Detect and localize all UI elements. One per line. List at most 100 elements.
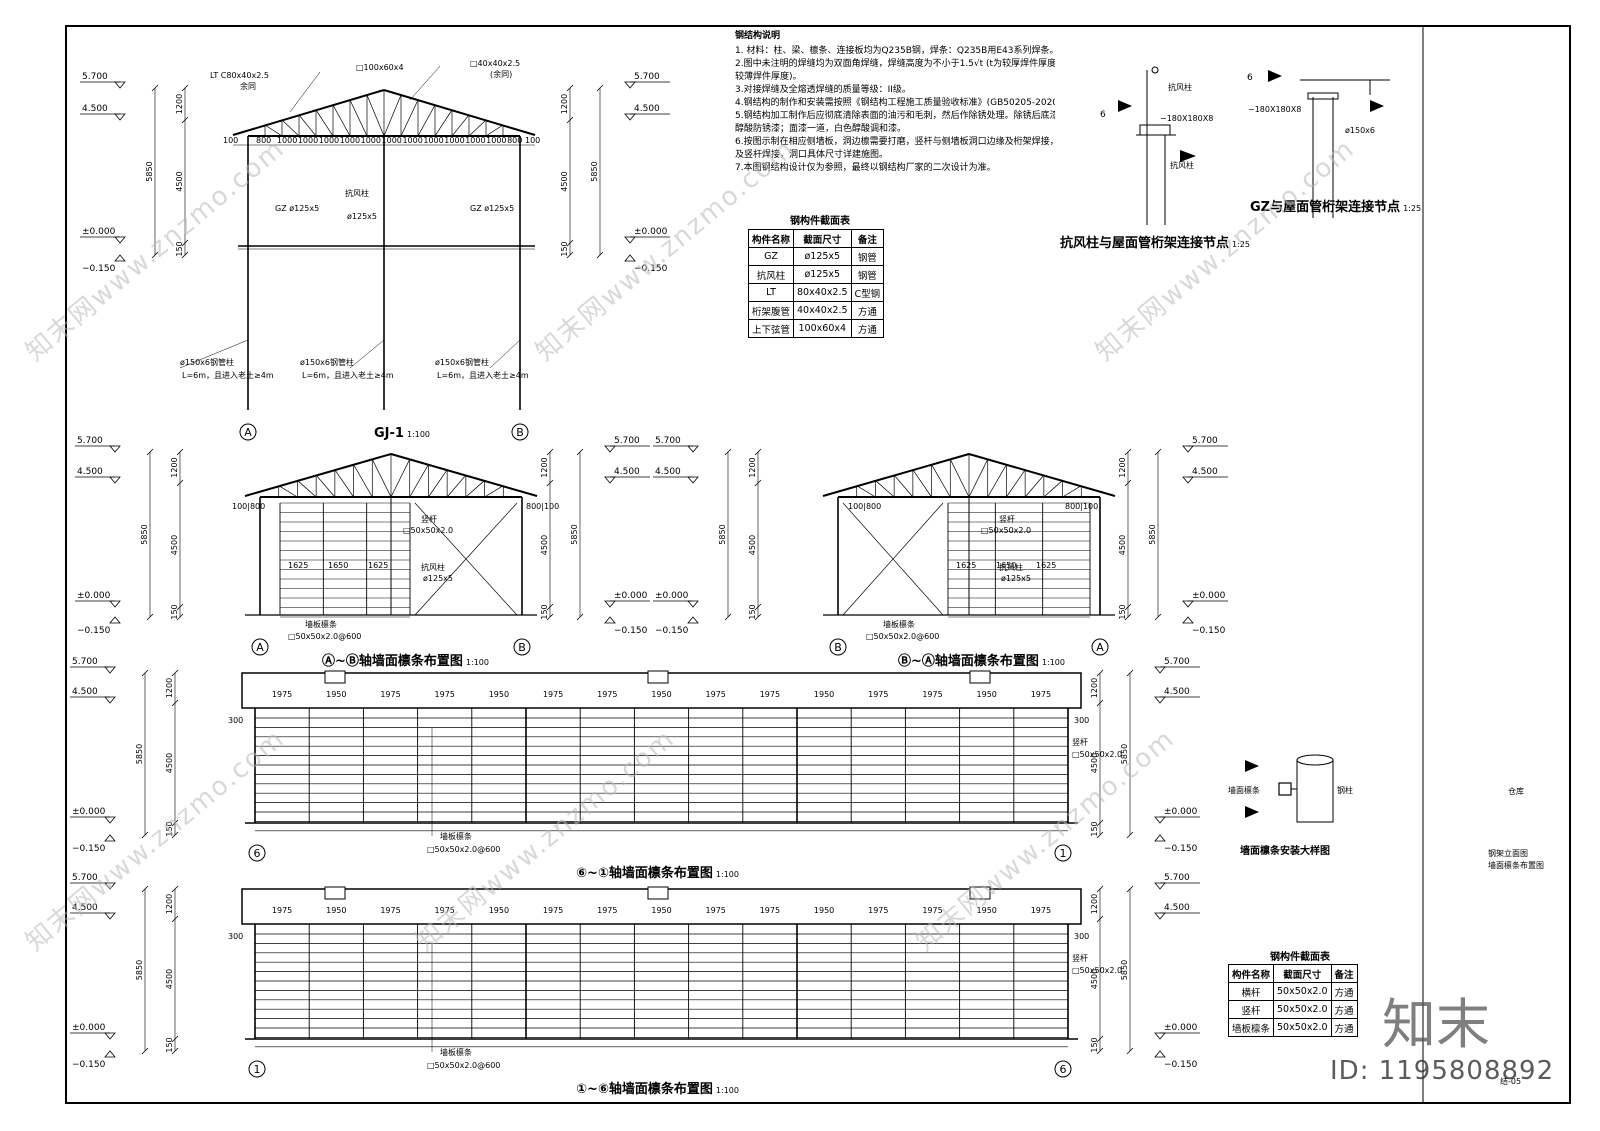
dim-tick — [566, 84, 574, 92]
member-label: □50x50x2.0@600 — [427, 1061, 500, 1070]
dim-text: 5850 — [570, 524, 579, 544]
dim-text: 1650 — [996, 561, 1016, 570]
axis-bubble — [511, 423, 529, 441]
note-item: 5.钢结构加工制作后应彻底清除表面的油污和毛刺，然后作除锈处理。除锈后底漆一遍，… — [735, 111, 1055, 121]
dim-tick — [1126, 669, 1134, 677]
leader-line — [409, 65, 441, 101]
member-label: GZ ø125x5 — [470, 204, 514, 213]
dim-tick — [566, 251, 574, 259]
dim-text: 1200 — [165, 678, 174, 698]
title-scale: 1:100 — [715, 870, 739, 879]
level-marker — [104, 696, 116, 704]
dim-tick — [171, 885, 179, 893]
member-label: □50x50x2.0 — [1072, 966, 1122, 975]
dim-tick — [141, 669, 149, 677]
dim-tick — [754, 448, 762, 456]
roof-vent — [969, 886, 991, 900]
level-text: 5.700 — [614, 436, 640, 446]
dim-tick — [566, 239, 574, 247]
note-item: 4.钢结构的制作和安装需按照《钢结构工程施工质量验收标准》(GB50205-20… — [735, 98, 1055, 108]
dim-text: 1950 — [814, 690, 834, 699]
dim-text: 1975 — [597, 690, 617, 699]
dim-tick — [176, 613, 184, 621]
title-text: ⑥~①轴墙面檩条布置图 — [576, 866, 713, 881]
level-marker — [687, 476, 699, 484]
dim-text: 1975 — [922, 690, 942, 699]
dim-text: 5850 — [1148, 524, 1157, 544]
title-text: 墙面檩条安装大样图 — [1240, 846, 1330, 857]
truss-web-diagonal — [334, 469, 354, 498]
dim-text: 1975 — [1031, 690, 1051, 699]
level-marker — [109, 600, 121, 608]
dim-tick — [171, 669, 179, 677]
brace — [414, 502, 518, 616]
dim-text: 1000 — [298, 136, 318, 145]
level-marker — [114, 113, 126, 121]
dim-text: 1625 — [368, 561, 388, 570]
axis-bubble — [1054, 1060, 1072, 1078]
dim-tick — [151, 84, 159, 92]
member-label: ø150x6钢管柱 — [300, 357, 354, 367]
truss-web-diagonal — [297, 480, 317, 498]
axis-label: B — [518, 641, 526, 654]
dim-tick — [546, 479, 554, 487]
table-cell: 钢管 — [850, 265, 885, 284]
dim-tick — [596, 251, 604, 259]
truss-web-diagonal — [281, 119, 300, 137]
dim-tick — [171, 1035, 179, 1043]
dim-text: 1975 — [543, 690, 563, 699]
axis-bubble — [829, 638, 847, 656]
title-scale: 1:25 — [1232, 240, 1250, 249]
dim-text: 1975 — [922, 906, 942, 915]
dim-text: 5850 — [145, 161, 154, 181]
axis-bubble — [1054, 844, 1072, 862]
level-text: 5.700 — [655, 436, 681, 446]
title-scale: 1:100 — [465, 658, 489, 667]
dim-text: 150 — [165, 821, 174, 836]
table-cell: 墙板檩条 — [1227, 1018, 1275, 1037]
level-text: −0.150 — [72, 844, 106, 854]
level-marker — [1154, 816, 1166, 824]
member-label: 余同 — [240, 81, 256, 91]
dim-tick — [181, 84, 189, 92]
level-marker — [1154, 696, 1166, 704]
roof-vent — [324, 886, 346, 900]
dim-tick — [1126, 831, 1134, 839]
truss-web-diagonal — [484, 485, 504, 498]
level-text: −0.150 — [655, 626, 689, 636]
table-header: 构件名称 — [1227, 964, 1275, 983]
dim-text: 1975 — [435, 690, 455, 699]
dim-tick — [141, 1047, 149, 1055]
top-chord — [232, 89, 385, 136]
level-marker — [604, 616, 616, 624]
truss-web-diagonal — [451, 114, 470, 137]
dim-text: 4500 — [540, 535, 549, 555]
roof-vent — [969, 670, 991, 684]
dim-text: 5850 — [718, 524, 727, 544]
truss-web-diagonal — [409, 464, 429, 498]
table-cell: 方通 — [850, 301, 885, 320]
axis-label: 1 — [1060, 847, 1067, 860]
dim-text: 1650 — [328, 561, 348, 570]
level-text: −0.150 — [634, 264, 668, 274]
watermark-id: ID: 1195808892 — [1330, 1056, 1555, 1086]
level-text: ±0.000 — [1192, 591, 1226, 601]
roof-vent — [647, 670, 669, 684]
dim-tick — [1096, 819, 1104, 827]
dim-text: 1975 — [272, 906, 292, 915]
level-text: ±0.000 — [82, 227, 116, 237]
member-label: □40x40x2.5 — [470, 59, 520, 68]
table-cell: 50x50x2.0 — [1273, 1018, 1332, 1037]
title-text: GJ-1 — [374, 426, 404, 441]
dim-text: 800 — [507, 136, 522, 145]
truss-web-diagonal — [931, 464, 951, 498]
dim-tick — [176, 603, 184, 611]
top-chord — [244, 453, 392, 497]
dim-tick — [1154, 448, 1162, 456]
dim-tick — [146, 613, 154, 621]
dim-text: 5850 — [135, 744, 144, 764]
